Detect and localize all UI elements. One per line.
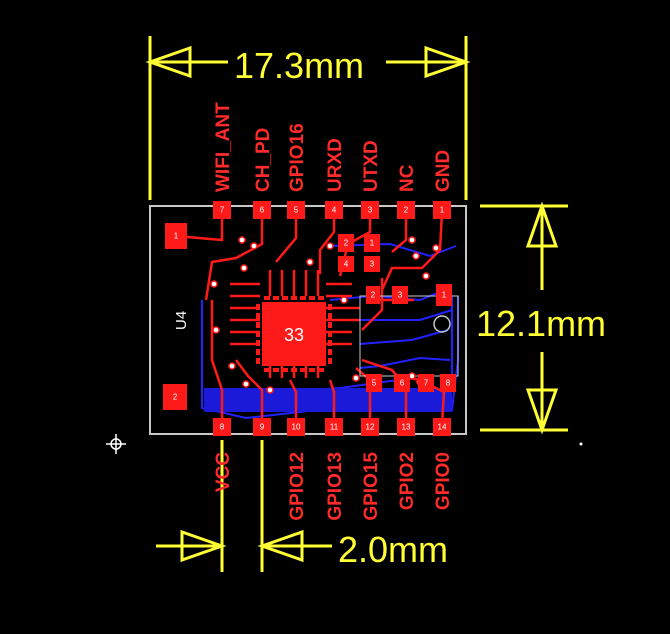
internal-pads: 1 2 3 4 2 3 1 5 6 7 8 (338, 234, 456, 392)
top-pin-row: 7 WIFI_ANT 6 CH_PD 5 GPIO16 4 URXD 3 UTXD 2 NC 1 GND (213, 102, 454, 219)
width-dimension (145, 36, 471, 200)
pin-label-ch-pd: CH_PD (253, 128, 274, 192)
pin-label-urxd: URXD (325, 138, 346, 192)
pin-number: 14 (438, 423, 447, 432)
top-pin-pad (325, 201, 343, 219)
bottom-pin-pad (361, 418, 379, 436)
pin-label-wifi-ant: WIFI_ANT (213, 102, 234, 192)
qfn-chip: 33 (256, 296, 332, 372)
pin-number: 13 (402, 423, 411, 432)
pin-label-utxd: UTXD (361, 140, 382, 192)
pin-label-gpio12: GPIO12 (287, 452, 308, 521)
vias (210, 236, 440, 394)
pin-label-vcc: VCC (213, 452, 234, 492)
pitch-dimension-label: 2.0mm (338, 529, 448, 570)
pin-number: 8 (220, 423, 225, 432)
pin-number: 2 (404, 206, 409, 215)
pin-number: 4 (332, 206, 337, 215)
internal-pad-number: 5 (372, 379, 377, 388)
side-pad-1-number: 1 (174, 232, 179, 241)
pin-label-nc: NC (397, 164, 418, 192)
internal-pad-number: 6 (400, 379, 405, 388)
top-pin-pad (433, 201, 451, 219)
pin-number: 10 (292, 423, 301, 432)
side-pad-2 (163, 384, 187, 410)
pin-number: 1 (440, 206, 445, 215)
internal-pad-number: 2 (371, 291, 376, 300)
top-pin-pad (287, 201, 305, 219)
internal-pad-number: 2 (344, 239, 349, 248)
internal-pad-number: 7 (424, 379, 429, 388)
bottom-pin-pad (253, 418, 271, 436)
pitch-dimension (156, 440, 332, 572)
width-dimension-label: 17.3mm (234, 45, 364, 86)
bottom-copper-fill (204, 388, 452, 412)
pin-label-gpio16: GPIO16 (287, 123, 308, 192)
pin-label-gpio13: GPIO13 (325, 452, 346, 521)
height-dimension (480, 201, 568, 435)
chip-label: 33 (284, 325, 304, 345)
bottom-pin-pad (433, 418, 451, 436)
pin-number: 6 (260, 206, 265, 215)
pin-label-gpio2: GPIO2 (397, 452, 418, 510)
top-pin-pad (213, 201, 231, 219)
internal-pad-number: 1 (442, 291, 447, 300)
origin-marker (106, 434, 126, 454)
top-pin-pad (253, 201, 271, 219)
pin-label-gpio0: GPIO0 (433, 452, 454, 510)
internal-pad-number: 3 (398, 291, 403, 300)
height-dimension-label: 12.1mm (476, 303, 606, 344)
reference-dot (579, 442, 583, 446)
board-outline (149, 205, 467, 435)
internal-pad-number: 1 (370, 239, 375, 248)
internal-pad-number: 4 (344, 260, 349, 269)
pin-number: 11 (330, 423, 339, 432)
pin-number: 7 (220, 206, 225, 215)
top-pin-pad (361, 201, 379, 219)
side-pad-1 (165, 223, 187, 249)
internal-pad-number: 3 (370, 260, 375, 269)
bottom-pin-pad (287, 418, 305, 436)
pin-number: 9 (260, 423, 265, 432)
bottom-pin-pad (213, 418, 231, 436)
internal-pad-number: 8 (446, 379, 451, 388)
pin-number: 12 (366, 423, 375, 432)
bottom-pin-pad (325, 418, 343, 436)
pin1-marker (433, 315, 451, 333)
pin-number: 5 (294, 206, 299, 215)
top-pin-pad (397, 201, 415, 219)
component-designator: U4 (173, 311, 190, 330)
bottom-pin-pad (397, 418, 415, 436)
pin-label-gnd: GND (433, 150, 454, 192)
side-pad-2-number: 2 (173, 393, 178, 402)
pin-number: 3 (368, 206, 373, 215)
pin-label-gpio15: GPIO15 (361, 452, 382, 521)
